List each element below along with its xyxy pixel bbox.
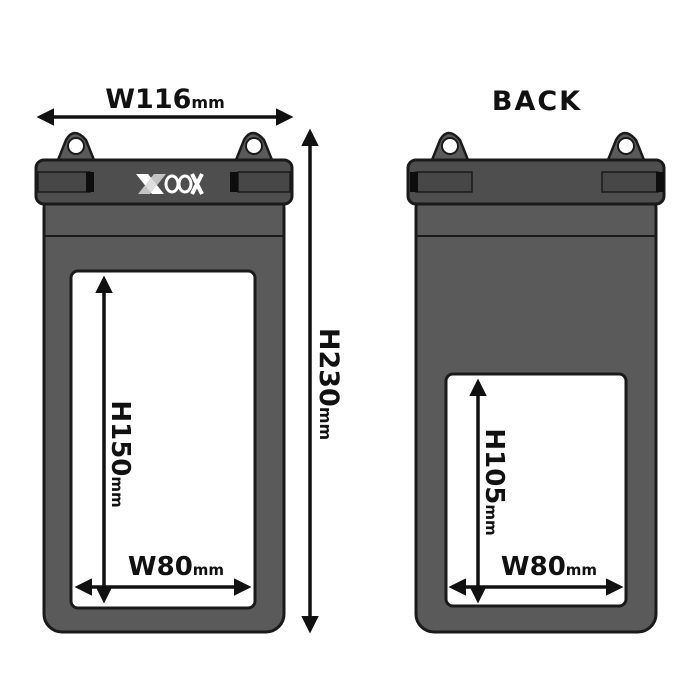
back-window-width-dimension: W80mm: [448, 552, 624, 596]
front-overall-height-value: H230: [313, 328, 344, 407]
front-window-width-dimension: W80mm: [74, 552, 252, 596]
front-right-lug: [234, 131, 274, 162]
front-window-width-unit: mm: [193, 561, 224, 579]
front-overall-width-dimension: W116mm: [36, 84, 294, 126]
svg-text:H150mm: H150mm: [105, 400, 135, 507]
svg-text:W116mm: W116mm: [105, 84, 225, 115]
front-overall-height-dimension: H230mm: [301, 128, 344, 634]
back-window: [444, 372, 628, 608]
front-overall-width-unit: mm: [191, 93, 224, 112]
front-window-height-value: H150: [105, 400, 135, 476]
back-window-width-unit: mm: [566, 561, 597, 579]
back-window-width-value: W80: [501, 552, 566, 582]
front-clip-band: [34, 158, 294, 206]
svg-text:W80mm: W80mm: [501, 552, 597, 582]
back-window-height-value: H105: [479, 428, 509, 504]
svg-text:H105mm: H105mm: [479, 428, 509, 535]
svg-text:H230mm: H230mm: [313, 328, 344, 440]
back-label: BACK: [492, 86, 582, 117]
front-window: [69, 269, 257, 610]
front-left-lug: [56, 131, 96, 162]
front-window-width-value: W80: [128, 552, 193, 582]
back-left-lug: [430, 131, 470, 162]
front-overall-width-value: W116: [105, 84, 191, 115]
xoox-logo-icon: [136, 173, 204, 195]
back-window-height-dimension: H105mm: [469, 378, 509, 604]
front-window-height-dimension: H150mm: [95, 275, 135, 604]
front-window-height-unit: mm: [108, 476, 126, 507]
front-overall-height-unit: mm: [316, 407, 335, 440]
back-window-height-unit: mm: [482, 504, 500, 535]
back-right-lug: [606, 131, 646, 162]
svg-text:W80mm: W80mm: [128, 552, 224, 582]
